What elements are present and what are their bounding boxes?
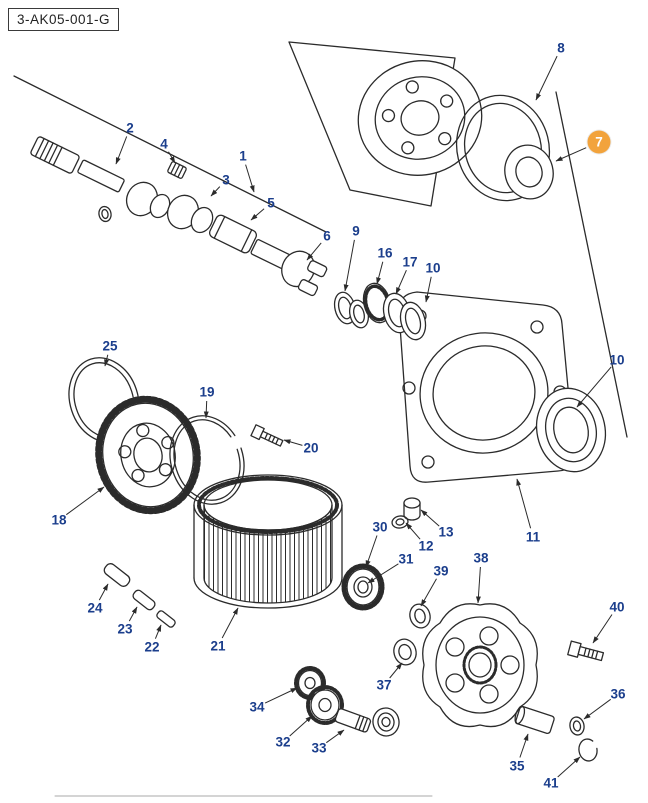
part-bolt — [567, 640, 605, 662]
callout-5[interactable]: 5 — [267, 195, 275, 211]
callout-10[interactable]: 10 — [425, 260, 441, 276]
callout-4[interactable]: 4 — [160, 136, 168, 152]
callout-7[interactable]: 7 — [587, 130, 611, 154]
callout-24[interactable]: 24 — [87, 600, 103, 616]
callout-2[interactable]: 2 — [126, 120, 134, 136]
part-bearing-race — [535, 387, 607, 473]
callout-21[interactable]: 21 — [210, 638, 226, 654]
part-pin-short — [156, 610, 176, 628]
callout-30[interactable]: 30 — [372, 519, 388, 535]
part-planet-carrier — [422, 603, 538, 728]
callout-3[interactable]: 3 — [222, 172, 230, 188]
callout-41[interactable]: 41 — [543, 775, 559, 791]
callout-1[interactable]: 1 — [239, 148, 247, 164]
callout-16[interactable]: 16 — [377, 245, 393, 261]
part-pin-medium — [132, 589, 156, 611]
part-slip-coupler — [209, 214, 257, 254]
callout-12[interactable]: 12 — [418, 538, 434, 554]
part-hub-flange — [357, 60, 483, 176]
part-end-washer — [372, 707, 400, 737]
part-pinion-shaft — [334, 708, 372, 733]
part-thrust-washer — [409, 603, 431, 629]
callout-17[interactable]: 17 — [402, 254, 418, 270]
part-bolt-small — [250, 424, 284, 447]
part-toothed-flange — [95, 395, 201, 515]
part-bearing-cap — [167, 161, 187, 179]
callout-13[interactable]: 13 — [438, 524, 454, 540]
callout-10[interactable]: 10 — [609, 352, 625, 368]
callout-9[interactable]: 9 — [352, 223, 360, 239]
part-carrier-pin — [514, 705, 555, 734]
diagram-code-label: 3-AK05-001-G — [8, 8, 120, 31]
part-circlip-small — [98, 205, 112, 223]
part-bushing — [403, 497, 421, 521]
callout-18[interactable]: 18 — [51, 512, 67, 528]
callout-32[interactable]: 32 — [275, 734, 291, 750]
callout-11[interactable]: 11 — [525, 529, 541, 545]
callout-40[interactable]: 40 — [609, 599, 625, 615]
callout-31[interactable]: 31 — [398, 551, 414, 567]
part-snap-ring — [169, 415, 245, 505]
callout-36[interactable]: 36 — [610, 686, 626, 702]
part-bearing-stack — [333, 282, 427, 341]
callout-8[interactable]: 8 — [557, 40, 565, 56]
part-planet-gear-large — [306, 685, 344, 725]
callout-38[interactable]: 38 — [473, 550, 489, 566]
part-pin-long — [103, 563, 131, 587]
callout-35[interactable]: 35 — [509, 758, 525, 774]
callout-6[interactable]: 6 — [323, 228, 331, 244]
part-drive-shaft — [30, 136, 328, 297]
callout-39[interactable]: 39 — [433, 563, 449, 579]
part-washer-tiny — [569, 716, 585, 736]
part-sun-gear — [341, 563, 385, 611]
callout-19[interactable]: 19 — [199, 384, 215, 400]
part-seal-ring — [504, 144, 554, 200]
part-washer-small — [391, 515, 409, 529]
part-planet-washer — [393, 638, 417, 666]
callout-34[interactable]: 34 — [249, 699, 265, 715]
part-snap-ring-small — [578, 738, 598, 762]
callout-23[interactable]: 23 — [117, 621, 133, 637]
callout-37[interactable]: 37 — [376, 677, 392, 693]
callout-22[interactable]: 22 — [144, 639, 160, 655]
callout-33[interactable]: 33 — [311, 740, 327, 756]
part-end-yoke — [281, 250, 328, 297]
callout-20[interactable]: 20 — [303, 440, 319, 456]
callout-25[interactable]: 25 — [102, 338, 118, 354]
part-ring-gear — [193, 474, 343, 609]
